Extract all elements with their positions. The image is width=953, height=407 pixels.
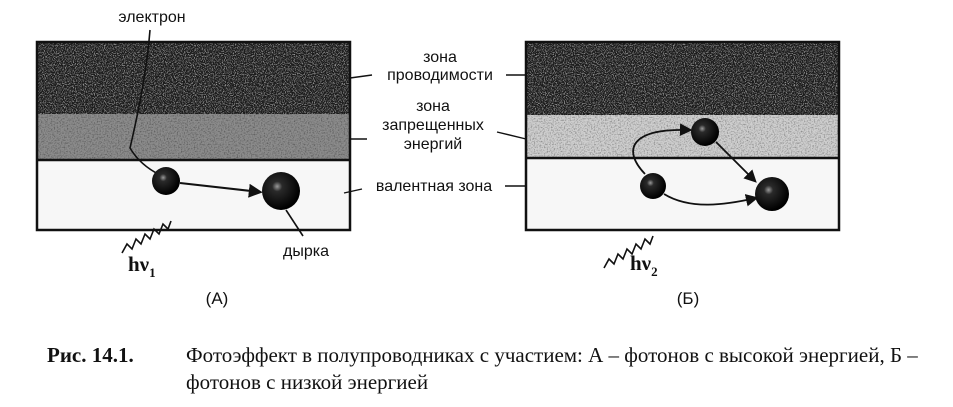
caption-text: Фотоэффект в полупроводниках с участием:…	[186, 343, 918, 394]
valence-pointer	[343, 188, 363, 194]
valence-label: валентная зона	[376, 178, 492, 195]
electron-pointer	[129, 29, 161, 176]
valence-band-b	[526, 158, 839, 230]
caption-label: Рис. 14.1.	[47, 343, 134, 367]
electron-b	[640, 173, 666, 199]
panel-b-border	[524, 40, 841, 232]
hole-label: дырка	[283, 243, 329, 260]
panel-a-tag: (А)	[206, 289, 229, 308]
panel-b-tag: (Б)	[677, 289, 699, 308]
panel-a-border	[35, 40, 352, 232]
impurity-electron-b	[691, 118, 719, 146]
forbidden-pointer-b	[496, 131, 527, 140]
hole-b	[755, 177, 789, 211]
photon-wave-b	[603, 235, 654, 269]
forbidden-label-1: зона	[416, 98, 450, 115]
transition-arrow-down-b	[715, 141, 757, 183]
forbidden-label-2: запрещенных	[382, 117, 484, 134]
transition-curve-up-b	[632, 123, 693, 175]
electron-a	[152, 167, 180, 195]
hole-pointer	[285, 209, 304, 237]
conduction-band-b	[526, 42, 839, 115]
conduction-band-a	[37, 42, 350, 114]
forbidden-label-3: энергий	[404, 136, 463, 153]
photoeffect-diagram: электрон зона проводимости зона запрещен…	[35, 9, 841, 308]
conduction-label-1: зона	[423, 49, 457, 66]
forbidden-band-b	[526, 115, 839, 158]
transition-arrow-a	[179, 182, 263, 198]
transition-curve-bottom-b	[663, 193, 759, 207]
valence-band-a	[37, 160, 350, 230]
panel-b	[524, 40, 841, 269]
photon-wave-a	[121, 220, 172, 254]
conduction-pointer	[349, 74, 373, 79]
forbidden-band-a	[37, 114, 350, 160]
conduction-label-2: проводимости	[387, 67, 493, 84]
photon-label-b: hν2	[630, 251, 658, 279]
panel-a	[35, 29, 352, 254]
hole-a	[262, 172, 300, 210]
photon-label-a: hν1	[128, 252, 156, 280]
electron-label: электрон	[118, 9, 185, 26]
